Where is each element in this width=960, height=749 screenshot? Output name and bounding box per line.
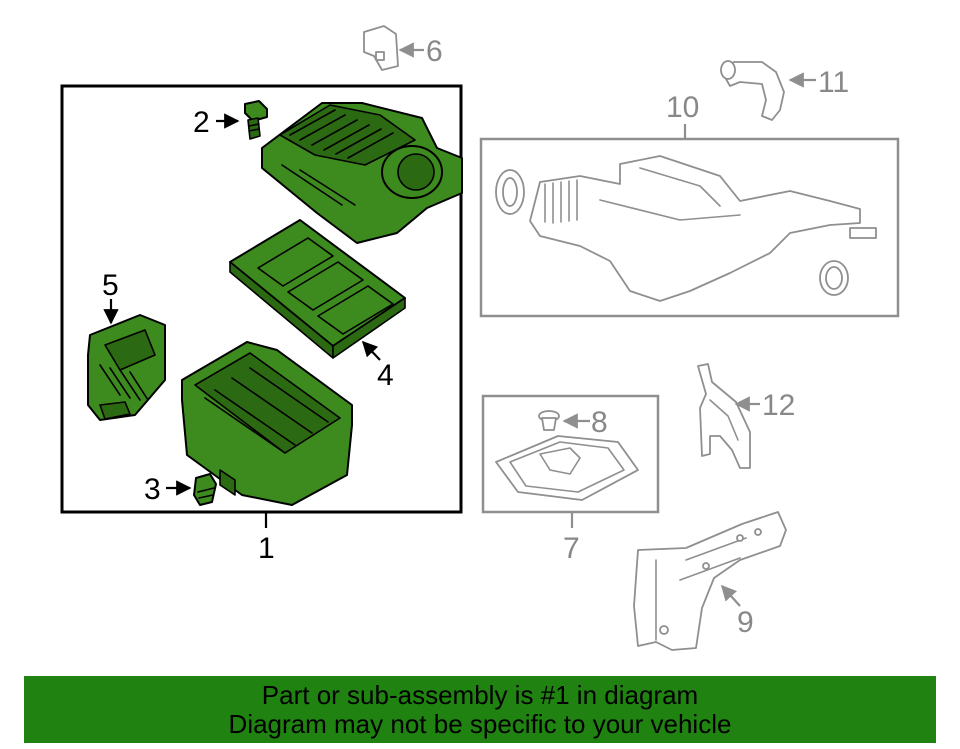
footer-notice-banner: Part or sub-assembly is #1 in diagram Di… — [24, 676, 936, 743]
bolt-part-2[interactable] — [244, 100, 268, 140]
deflector-part-12[interactable] — [697, 363, 751, 469]
push-fastener-part-8[interactable] — [538, 410, 560, 431]
callout-11[interactable]: 11 — [818, 66, 849, 99]
footer-line-1: Part or sub-assembly is #1 in diagram — [261, 679, 699, 710]
callout-6[interactable]: 6 — [426, 35, 443, 68]
duct-adapter-part-5[interactable] — [87, 314, 166, 421]
footer-line-2: Diagram may not be specific to your vehi… — [228, 708, 732, 739]
leader-9 — [720, 584, 741, 607]
air-cleaner-cover[interactable] — [261, 102, 463, 244]
callout-10[interactable]: 10 — [666, 91, 699, 124]
exploded-parts-diagram: 1 2 4 — [60, 25, 900, 651]
support-bracket-part-9[interactable] — [633, 511, 787, 651]
leader-4 — [361, 340, 381, 361]
grommet-part-3[interactable] — [193, 473, 217, 506]
callout-4[interactable]: 4 — [377, 359, 394, 392]
callout-12[interactable]: 12 — [762, 389, 795, 422]
callout-3[interactable]: 3 — [144, 473, 161, 506]
hose-part-11[interactable] — [720, 60, 785, 121]
tray-frame-part-7 — [481, 394, 660, 514]
bracket-part-6[interactable] — [363, 25, 399, 71]
callout-2[interactable]: 2 — [193, 106, 210, 139]
callout-1[interactable]: 1 — [258, 532, 275, 565]
air-filter-element-part-4[interactable] — [229, 219, 406, 359]
callout-7[interactable]: 7 — [563, 532, 580, 565]
intake-duct-frame-part-10 — [479, 137, 900, 318]
callout-9[interactable]: 9 — [737, 606, 754, 639]
tray-part-7[interactable] — [495, 435, 639, 501]
callout-5[interactable]: 5 — [102, 269, 119, 302]
assembly-1-frame — [60, 84, 463, 514]
air-cleaner-housing[interactable] — [181, 341, 353, 506]
intake-duct[interactable] — [495, 155, 877, 302]
callout-8[interactable]: 8 — [591, 406, 608, 439]
